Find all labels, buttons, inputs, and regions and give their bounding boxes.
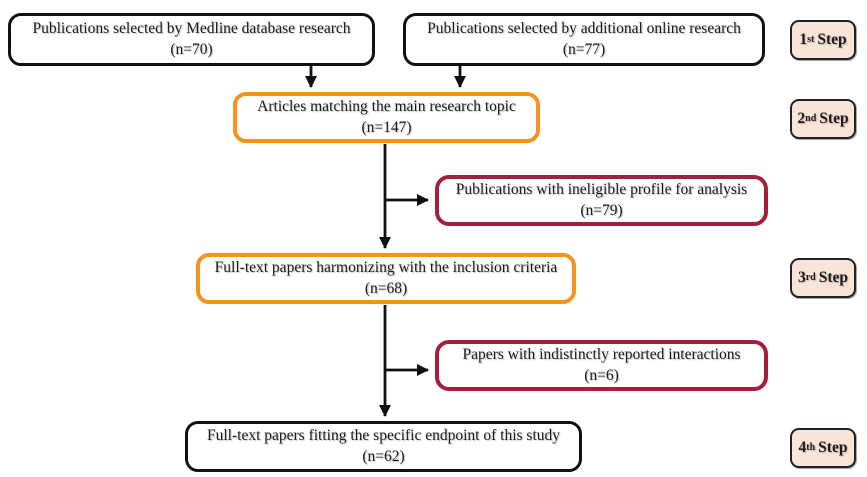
badge-step-4-word: Step: [818, 439, 848, 456]
box-indistinct-excluded: Papers with indistinctly reported intera…: [435, 340, 768, 391]
badge-step-2-word: Step: [819, 110, 849, 127]
box-online-count: (n=77): [562, 40, 606, 58]
box-indistinct-count: (n=6): [584, 366, 619, 384]
box-ineligible-label: Publications with ineligible profile for…: [455, 181, 748, 199]
box-matching-label: Articles matching the main research topi…: [257, 98, 516, 116]
box-endpoint-final: Full-text papers fitting the specific en…: [185, 421, 582, 472]
badge-step-3-num: 3: [797, 269, 806, 286]
box-indistinct-label: Papers with indistinctly reported intera…: [462, 346, 741, 364]
box-medline-label: Publications selected by Medline databas…: [32, 20, 351, 38]
box-endpoint-count: (n=62): [362, 447, 405, 465]
box-endpoint-label: Full-text papers fitting the specific en…: [207, 427, 560, 445]
box-medline-count: (n=70): [170, 40, 213, 58]
badge-step-4-num: 4: [798, 439, 807, 456]
badge-step-1-word: Step: [817, 31, 847, 48]
badge-step-3-word: Step: [818, 269, 849, 286]
box-harmonizing-label: Full-text papers harmonizing with the in…: [214, 259, 558, 277]
box-matching-count: (n=147): [361, 118, 412, 136]
box-online-label: Publications selected by additional onli…: [427, 20, 741, 38]
box-matching-topic: Articles matching the main research topi…: [233, 92, 540, 143]
box-online-source: Publications selected by additional onli…: [403, 13, 765, 66]
badge-step-2-num: 2: [797, 110, 806, 127]
box-harmonizing-inclusion: Full-text papers harmonizing with the in…: [196, 253, 576, 304]
box-ineligible-excluded: Publications with ineligible profile for…: [435, 175, 768, 226]
badge-step-1-num: 1: [799, 31, 808, 48]
box-medline-source: Publications selected by Medline databas…: [8, 13, 375, 66]
box-ineligible-count: (n=79): [580, 201, 623, 219]
box-harmonizing-count: (n=68): [364, 279, 408, 297]
